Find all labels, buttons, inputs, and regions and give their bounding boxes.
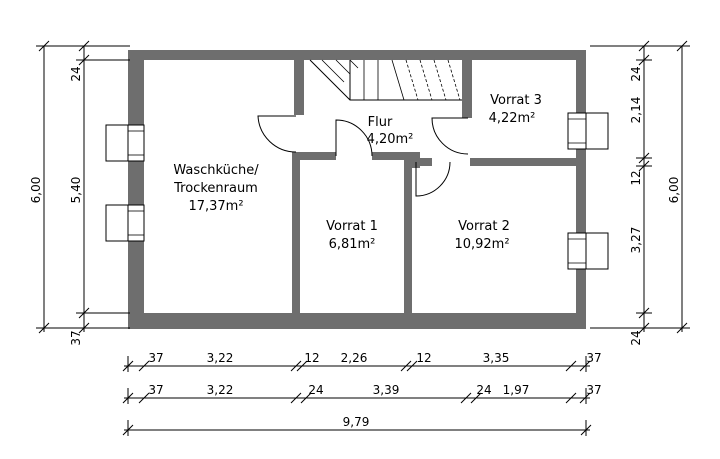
dim-bottom-total: 9,79 [343,415,370,429]
door-flur-vorrat1 [335,119,373,157]
flur-name: Flur [368,115,393,130]
window-right-upper [567,112,609,150]
dim-left-bottom: 37 [69,330,83,345]
doors [257,115,469,197]
waschkueche-name2: Trockenraum [173,181,258,196]
dim-right-total: 6,00 [667,177,681,204]
window-right-lower [567,232,609,270]
wall-flur-stub [412,152,420,168]
door-wk-flur [257,115,297,153]
dim-row2-4: 24 [476,383,491,397]
dim-row2-3: 3,39 [373,383,400,397]
window-left-upper [105,124,145,162]
room-label-vorrat2: Vorrat 2 10,92m² [454,219,509,252]
flur-area: 4,20m² [367,132,414,147]
dimensions-left: 6,00 5,40 24 37 [29,40,130,346]
dim-row1-5: 3,35 [483,351,510,365]
dim-right-d2: 12 [629,170,643,185]
wall-vorrat1-vorrat2 [404,160,412,313]
dim-row2-0: 37 [148,383,163,397]
dim-row1-0: 37 [148,351,163,365]
dim-row1-6: 37 [586,351,601,365]
room-label-waschkueche: Waschküche/ Trockenraum 17,37m² [173,163,259,214]
dimensions-right: 24 2,14 12 3,27 24 6,00 [590,40,690,346]
dim-left-inner: 5,40 [69,177,83,204]
vorrat2-area: 10,92m² [454,237,509,252]
vorrat3-name: Vorrat 3 [490,93,542,108]
wall-flur-vorrat3-upper [462,60,472,118]
room-label-vorrat3: Vorrat 3 4,22m² [489,93,542,126]
room-label-flur: Flur 4,20m² [367,115,414,147]
dim-right-bottom: 24 [629,330,643,345]
vorrat1-name: Vorrat 1 [326,219,378,234]
dim-right-d3: 3,27 [629,227,643,254]
dim-right-d1: 2,14 [629,97,643,124]
window-left-lower [105,204,145,242]
dim-row2-2: 24 [308,383,323,397]
vorrat2-name: Vorrat 2 [458,219,510,234]
dim-left-top: 24 [69,66,83,81]
door-flur-vorrat2 [415,161,451,197]
door-flur-vorrat3 [431,117,469,155]
wall-wk-vorrat1 [292,152,300,313]
dim-row1-1: 3,22 [207,351,234,365]
staircase [309,59,462,101]
wall-top [128,50,586,60]
windows [105,112,609,270]
dim-row2-5: 1,97 [503,383,530,397]
dim-right-top: 24 [629,66,643,81]
dim-row2-1: 3,22 [207,383,234,397]
wall-vorrat3-bottom [470,158,576,166]
vorrat1-area: 6,81m² [329,237,376,252]
wall-flur-bottom-left [292,152,336,160]
dim-row1-4: 12 [416,351,431,365]
wall-right [576,50,586,329]
wall-wk-flur-upper [294,60,304,115]
wall-flur-bottom-mid [372,152,412,160]
dimensions-bottom: 37 3,22 12 2,26 12 3,35 37 37 3,22 24 3,… [122,351,602,436]
vorrat3-area: 4,22m² [489,111,536,126]
dim-row1-2: 12 [304,351,319,365]
dim-row2-6: 37 [586,383,601,397]
wall-bottom [128,313,586,329]
waschkueche-area: 17,37m² [188,199,243,214]
waschkueche-name1: Waschküche/ [173,163,259,178]
wall-left [128,50,144,329]
dim-row1-3: 2,26 [341,351,368,365]
walls [128,50,586,329]
dim-row2-ticks [122,392,591,404]
wall-vorrat3-bottom-left [420,158,432,166]
dim-left-total: 6,00 [29,177,43,204]
room-label-vorrat1: Vorrat 1 6,81m² [326,219,378,252]
